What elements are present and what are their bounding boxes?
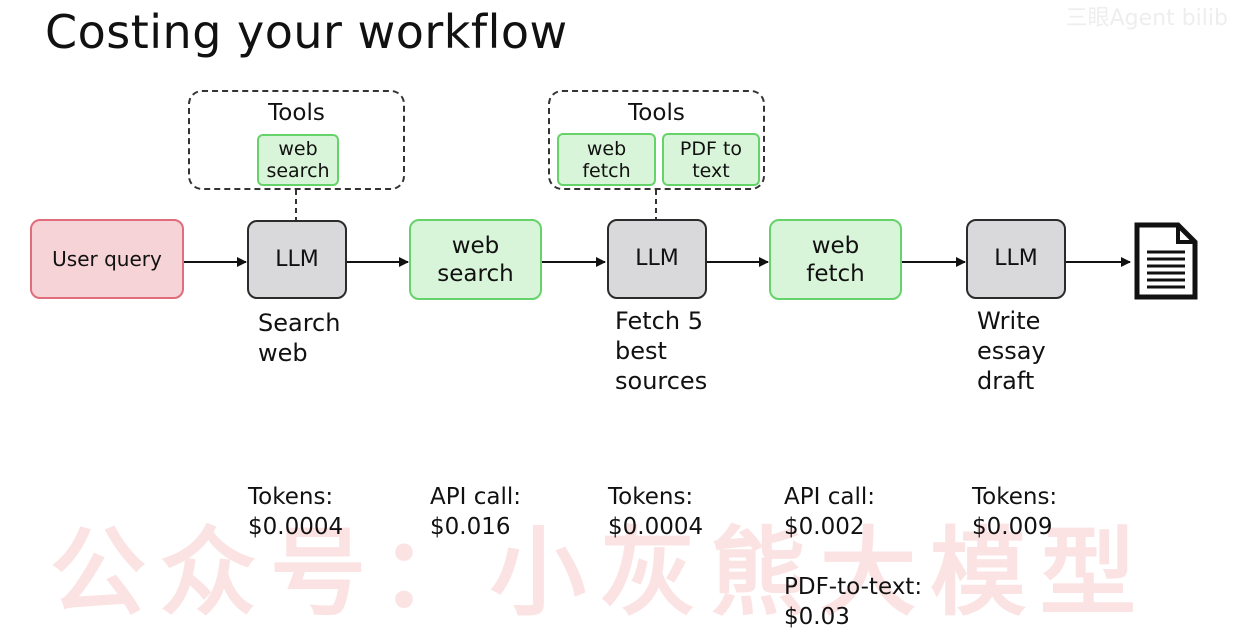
cost-llm1-label: Tokens: — [248, 484, 334, 510]
tool-chip-web-search: web search — [257, 134, 339, 186]
cost-llm1: Tokens: $0.0004 — [248, 482, 343, 542]
cost-web-search-label: API call: — [430, 484, 521, 510]
cost-llm3-value: $0.009 — [972, 514, 1053, 540]
cost-llm3-label: Tokens: — [972, 484, 1058, 510]
watermark: 公众号：小灰熊大模型 — [50, 517, 1150, 629]
tool-chip-pdf-to-text: PDF to text — [662, 133, 760, 186]
tools-box-2: Tools web fetch PDF to text — [548, 90, 765, 190]
cost-web-fetch-label: API call: — [784, 484, 875, 510]
corner-watermark: 三眼Agent bilib — [1065, 6, 1228, 31]
tools-box-2-title: Tools — [628, 100, 685, 126]
cost-pdf-value: $0.03 — [784, 604, 850, 630]
llm-node-2: LLM — [607, 219, 707, 299]
step-label-search-web: Search web — [258, 309, 341, 367]
document-icon — [1134, 222, 1198, 300]
cost-llm3: Tokens: $0.009 — [972, 482, 1057, 542]
user-query-node: User query — [30, 219, 184, 299]
web-search-node: web search — [409, 219, 542, 300]
web-fetch-node: web fetch — [769, 219, 902, 300]
tools-box-1: Tools web search — [188, 90, 405, 190]
tools-box-1-title: Tools — [268, 100, 325, 126]
cost-web-fetch-value: $0.002 — [784, 514, 865, 540]
cost-web-search: API call: $0.016 — [430, 482, 521, 542]
step-label-write-essay: Write essay draft — [977, 307, 1046, 395]
page-title: Costing your workflow — [45, 5, 568, 59]
tool-chip-web-fetch: web fetch — [557, 133, 656, 186]
cost-llm2-value: $0.0004 — [608, 514, 704, 540]
cost-llm1-value: $0.0004 — [248, 514, 344, 540]
cost-web-search-value: $0.016 — [430, 514, 511, 540]
cost-pdf-label: PDF-to-text: — [784, 574, 923, 600]
step-label-fetch-sources: Fetch 5 best sources — [615, 307, 708, 395]
llm-node-3: LLM — [966, 219, 1066, 299]
llm-node-1: LLM — [247, 220, 347, 299]
cost-llm2-label: Tokens: — [608, 484, 694, 510]
cost-web-fetch: API call: $0.002 PDF-to-text: $0.03 — [784, 482, 922, 632]
cost-llm2: Tokens: $0.0004 — [608, 482, 703, 542]
